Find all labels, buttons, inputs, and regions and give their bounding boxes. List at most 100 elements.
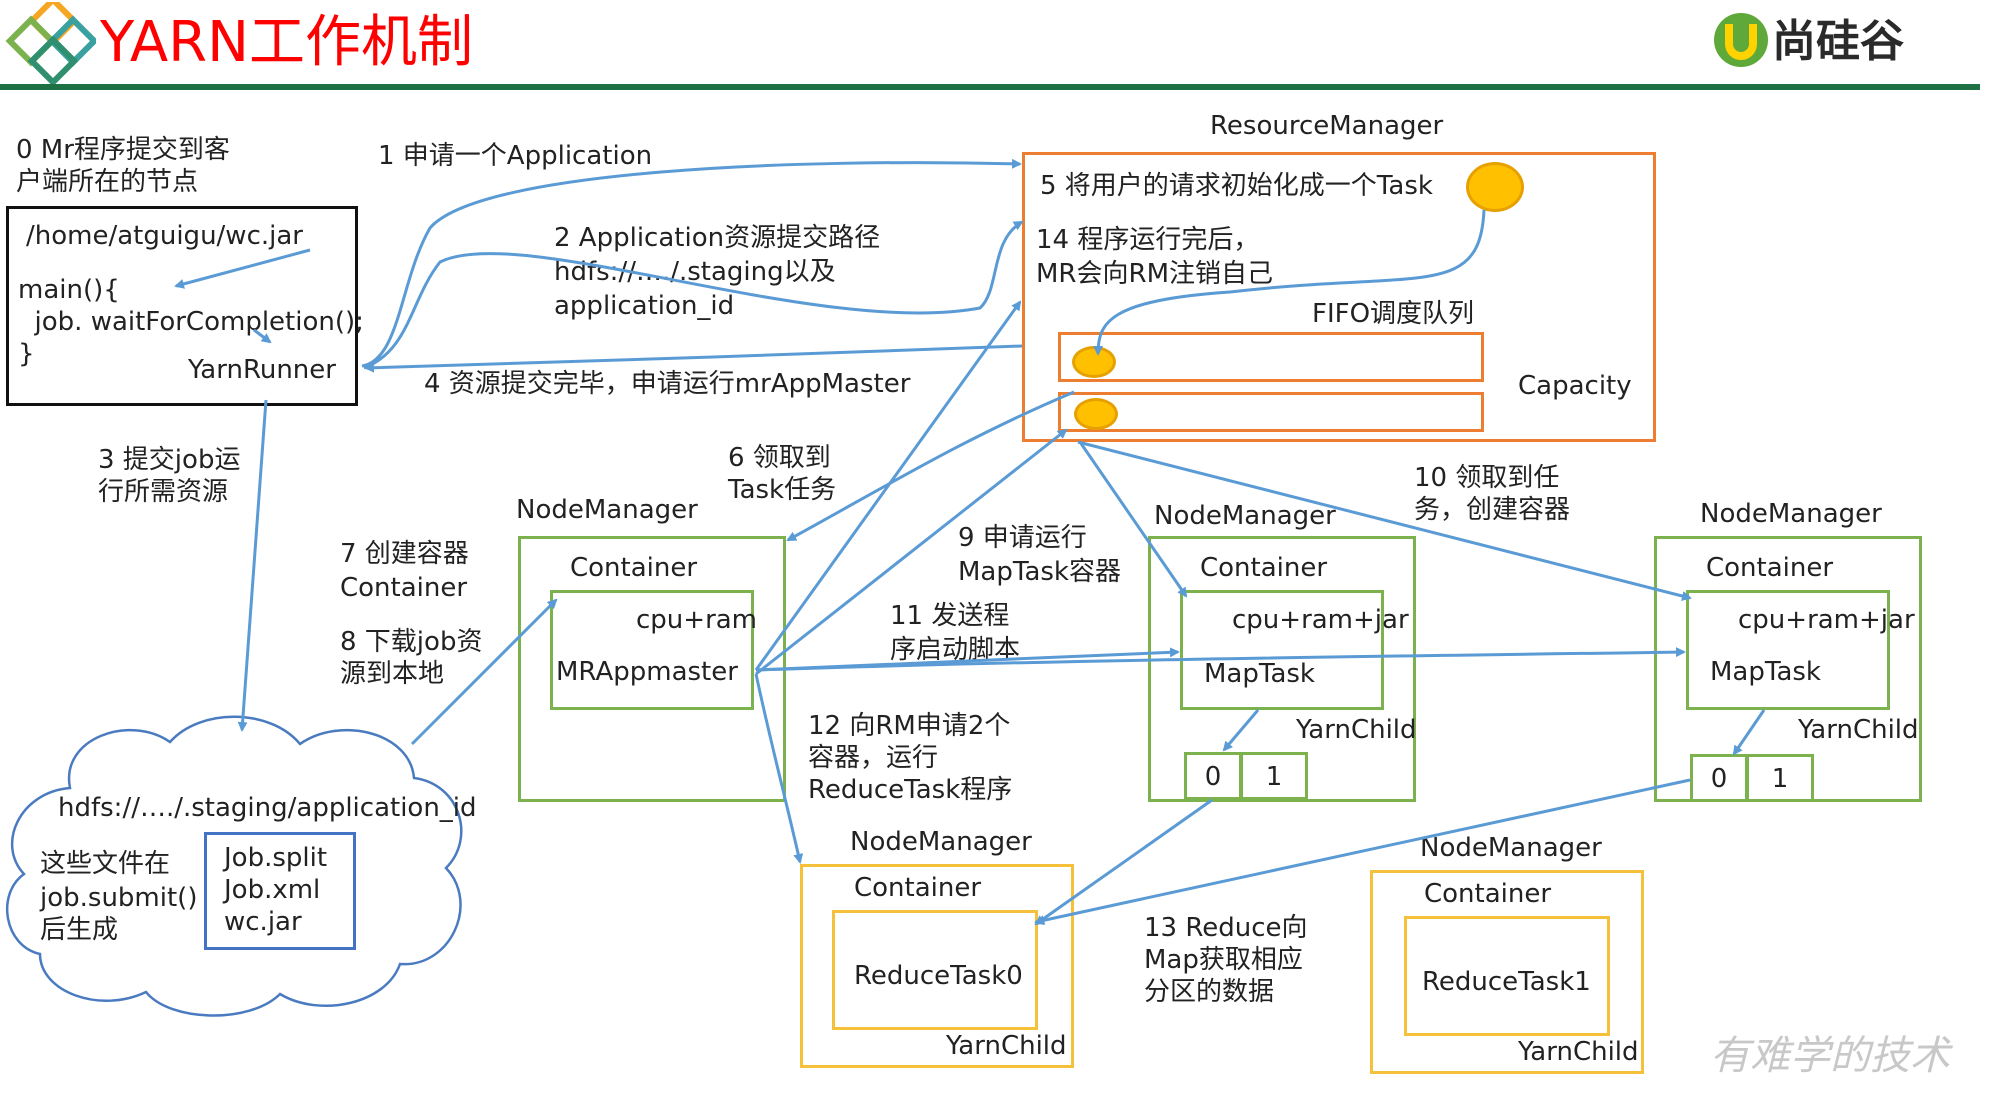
client-code-line-2: job. waitForCompletion();: [18, 307, 364, 337]
nm-map1-label: NodeManager: [1154, 501, 1336, 531]
rm-step-14-label-2: MR会向RM注销自己: [1036, 259, 1273, 289]
step-2-label-2: hdfs://…./.staging以及: [554, 257, 836, 287]
nm-map2-label: NodeManager: [1700, 499, 1882, 529]
mrappmaster-resource-label: cpu+ram: [636, 605, 758, 635]
nm-map1-box: [1148, 536, 1416, 802]
reducetask1-label: ReduceTask1: [1422, 967, 1591, 997]
client-caption-1: 0 Mr程序提交到客: [16, 135, 230, 165]
nm-reduce0-box: [800, 864, 1074, 1068]
client-caption-2: 户端所在的节点: [16, 167, 199, 197]
maptask2-resource-label: cpu+ram+jar: [1738, 605, 1915, 635]
step-7-label-2: Container: [340, 573, 468, 603]
resource-manager-label: ResourceManager: [1210, 111, 1444, 141]
maptask1-label: MapTask: [1204, 659, 1315, 689]
step-1-label: 1 申请一个Application: [378, 141, 653, 171]
arrow-mrapp-to-rm: [755, 428, 1068, 676]
maptask2-partition-1: 1: [1746, 754, 1814, 802]
page-title: YARN工作机制: [100, 10, 473, 75]
fifo-queue-label: FIFO调度队列: [1312, 299, 1475, 329]
arrow-client-internal: [174, 248, 311, 289]
step-13-label-1: 13 Reduce向: [1144, 913, 1308, 943]
queued-task-dot-icon: [1074, 398, 1118, 430]
arrow-step-6: [786, 390, 1075, 542]
job-file-jar: wc.jar: [224, 907, 302, 937]
step-12-label-3: ReduceTask程序: [808, 775, 1013, 805]
maptask1-container-box: [1180, 590, 1384, 710]
step-2-label-1: 2 Application资源提交路径: [554, 223, 881, 253]
capacity-label: Capacity: [1518, 371, 1632, 401]
logo-icon: [1714, 13, 1768, 67]
arrow-step-2: [363, 220, 1024, 370]
hdfs-note-line-3: 后生成: [40, 915, 119, 945]
step-8-label-1: 8 下载job资: [340, 627, 483, 657]
reducetask0-label: ReduceTask0: [854, 961, 1023, 991]
resource-manager-box: [1022, 152, 1656, 442]
step-12-label-2: 容器，运行: [808, 743, 939, 773]
title-diamond-icon: [5, 2, 96, 86]
arrow-step-12: [754, 673, 804, 864]
client-code-line-3: }: [18, 339, 35, 369]
step-3-label-2: 行所需资源: [98, 477, 229, 507]
hdfs-staging-path: hdfs://…./.staging/application_id: [58, 793, 477, 823]
hdfs-note-line-1: 这些文件在: [40, 849, 171, 879]
rm-step-5-label: 5 将用户的请求初始化成一个Task: [1040, 171, 1433, 201]
arrow-map1-partition: [1222, 709, 1260, 752]
step-4-label: 4 资源提交完毕，申请运行mrAppMaster: [424, 369, 911, 399]
yarn-runner-label: YarnRunner: [188, 355, 336, 385]
reducetask1-container-box: [1404, 916, 1610, 1036]
reducetask0-container-box: [832, 910, 1038, 1030]
hdfs-cloud-icon: [5, 715, 463, 1017]
task-dot-icon: [1466, 162, 1524, 212]
arrow-step-3: [237, 399, 268, 732]
arrow-client-runner: [253, 328, 272, 344]
nm-master-container-label: Container: [570, 553, 698, 583]
fifo-queue-slot-1: [1058, 332, 1484, 382]
step-11-label-1: 11 发送程: [890, 601, 1010, 631]
arrow-rm-to-map1: [1078, 441, 1188, 598]
client-jar-path: /home/atguigu/wc.jar: [26, 221, 303, 251]
maptask1-resource-label: cpu+ram+jar: [1232, 605, 1409, 635]
hdfs-note-line-2: job.submit(): [40, 883, 198, 913]
nm-reduce0-container-label: Container: [854, 873, 982, 903]
arrow-step-4: [364, 344, 1023, 373]
maptask2-yarnchild-label: YarnChild: [1798, 715, 1919, 745]
reducetask0-yarnchild-label: YarnChild: [946, 1031, 1067, 1061]
job-file-split: Job.split: [224, 843, 328, 873]
mrappmaster-container-box: [550, 590, 754, 710]
arrow-step-13-from-map1: [1034, 798, 1213, 926]
nm-reduce1-container-label: Container: [1424, 879, 1552, 909]
fifo-queue-slot-2: [1058, 392, 1484, 432]
job-file-xml: Job.xml: [224, 875, 321, 905]
arrow-step-1: [361, 158, 1022, 368]
step-12-label-1: 12 向RM申请2个: [808, 711, 1011, 741]
reducetask1-yarnchild-label: YarnChild: [1518, 1037, 1639, 1067]
nm-map2-container-label: Container: [1706, 553, 1834, 583]
nm-reduce1-box: [1370, 870, 1644, 1074]
header-divider: [0, 84, 1980, 90]
watermark-text: 有难学的技术: [1710, 1033, 1950, 1079]
client-node-box: [6, 206, 358, 406]
maptask1-yarnchild-label: YarnChild: [1296, 715, 1417, 745]
step-6-label-2: Task任务: [728, 475, 837, 505]
step-10-label-1: 10 领取到任: [1414, 463, 1560, 493]
step-10-label-2: 务，创建容器: [1414, 495, 1571, 525]
maptask1-partition-1: 1: [1240, 752, 1308, 800]
arrow-step-8: [410, 598, 558, 746]
arrow-step-11-map2: [755, 647, 1686, 672]
arrow-map2-partition: [1732, 709, 1766, 756]
nm-reduce0-label: NodeManager: [850, 827, 1032, 857]
step-2-label-3: application_id: [554, 291, 735, 321]
rm-step-14-label-1: 14 程序运行完后，: [1036, 225, 1260, 255]
step-7-label-1: 7 创建容器: [340, 539, 469, 569]
step-8-label-2: 源到本地: [340, 659, 445, 689]
maptask2-container-box: [1686, 590, 1890, 710]
mrappmaster-label: MRAppmaster: [556, 657, 738, 687]
nm-master-label: NodeManager: [516, 495, 698, 525]
client-code-line-1: main(){: [18, 275, 120, 305]
step-9-label-1: 9 申请运行: [958, 523, 1087, 553]
step-13-label-3: 分区的数据: [1144, 977, 1275, 1007]
nm-reduce1-label: NodeManager: [1420, 833, 1602, 863]
job-files-box: [204, 832, 356, 950]
